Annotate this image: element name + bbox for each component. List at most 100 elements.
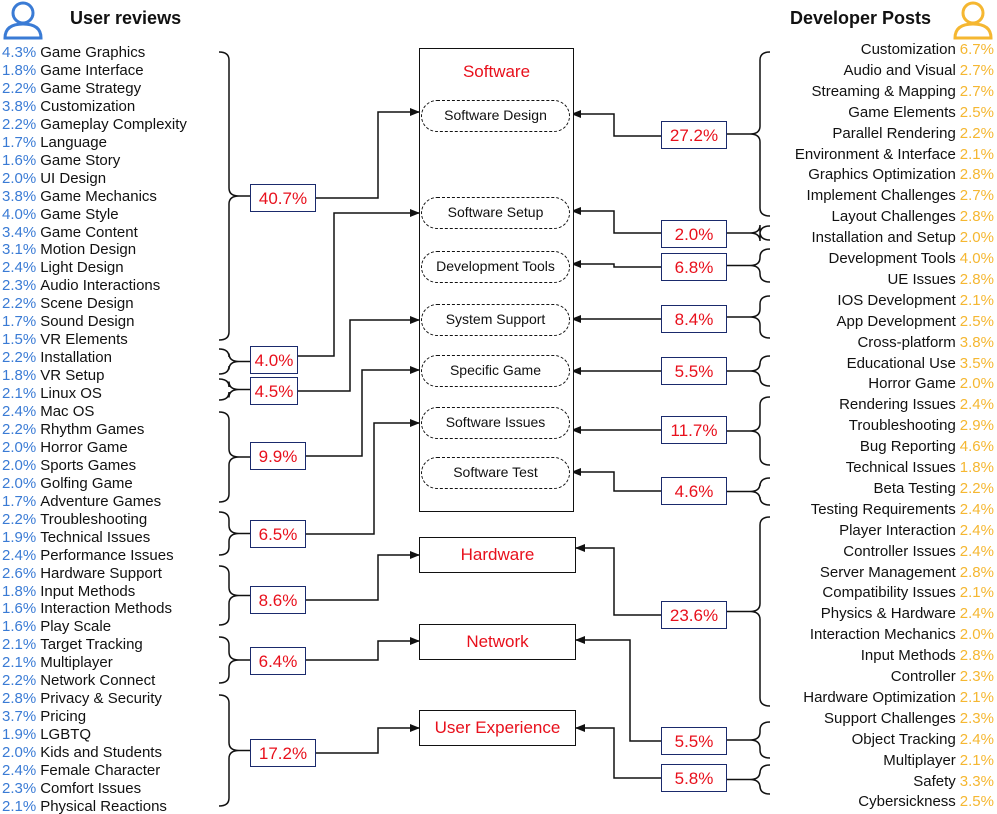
user-review-item: 2.0%UI Design <box>2 170 106 188</box>
user-review-label: Performance Issues <box>40 546 174 564</box>
user-review-item: 2.2%Game Strategy <box>2 80 141 98</box>
dev-group-pct-box: 2.0% <box>661 220 727 248</box>
developer-post-pct: 2.5% <box>959 103 994 121</box>
user-experience-box: User Experience <box>419 710 576 746</box>
software-issues-box: Software Issues <box>421 407 570 439</box>
user-review-label: Game Story <box>40 151 121 169</box>
user-review-item: 1.7%Language <box>2 134 107 152</box>
user-review-label: Horror Game <box>40 438 128 456</box>
user-review-item: 3.8%Customization <box>2 98 135 116</box>
dev-group-pct-box: 11.7% <box>661 416 727 444</box>
user-review-label: Rhythm Games <box>40 420 145 438</box>
user-review-item: 2.1%Physical Reactions <box>2 798 167 814</box>
dev-connector-network <box>575 636 661 742</box>
user-review-pct: 3.7% <box>2 708 37 726</box>
user-review-item: 2.1%Multiplayer <box>2 654 113 672</box>
user-review-item: 1.8%Game Interface <box>2 62 144 80</box>
connector-to-software-setup <box>298 209 420 357</box>
developer-post-pct: 2.8% <box>959 208 994 226</box>
user-review-pct: 2.4% <box>2 762 37 779</box>
user-review-pct: 1.6% <box>2 600 37 618</box>
user-review-pct: 4.0% <box>2 205 37 223</box>
user-review-pct: 3.8% <box>2 187 37 205</box>
developer-posts-title: Developer Posts <box>790 8 932 28</box>
user-review-label: Mac OS <box>40 403 95 420</box>
user-review-label: Comfort Issues <box>40 779 142 797</box>
dev-group-brace <box>749 295 771 339</box>
developer-post-pct: 2.2% <box>959 479 994 497</box>
developer-post-pct: 2.0% <box>959 375 994 393</box>
developer-post-pct: 2.1% <box>959 584 994 602</box>
user-review-item: 2.4%Performance Issues <box>2 547 174 565</box>
developer-post-pct: 4.0% <box>959 250 994 267</box>
user-review-label: Game Mechanics <box>40 187 157 205</box>
user-review-pct: 2.1% <box>2 654 37 672</box>
developer-post-label: Support Challenges <box>824 709 956 727</box>
user-review-item: 1.6%Game Story <box>2 152 120 170</box>
user-review-label: Play Scale <box>40 618 112 636</box>
user-group-pct-box: 17.2% <box>250 739 316 767</box>
developer-post-label: Beta Testing <box>873 479 956 497</box>
user-review-pct: 1.7% <box>2 313 37 331</box>
user-group-brace <box>218 694 240 807</box>
developer-post-label: Compatibility Issues <box>822 584 956 602</box>
developer-post-label: Safety <box>913 772 956 790</box>
user-review-pct: 2.2% <box>2 420 37 438</box>
dev-group-pct-box: 23.6% <box>661 601 727 629</box>
user-review-pct: 4.3% <box>2 44 37 61</box>
developer-post-label: Physics & Hardware <box>820 605 956 623</box>
dev-connector-software-design <box>571 110 661 137</box>
user-review-item: 2.4%Female Character <box>2 762 160 780</box>
dev-group-pct-box: 5.8% <box>661 764 727 792</box>
user-review-pct: 1.7% <box>2 492 37 510</box>
user-review-pct: 2.0% <box>2 456 37 474</box>
user-review-label: Multiplayer <box>40 654 113 672</box>
user-review-item: 4.0%Game Style <box>2 206 119 224</box>
user-review-label: Audio Interactions <box>40 277 161 295</box>
development-tools-box: Development Tools <box>421 251 570 283</box>
user-review-item: 2.4%Light Design <box>2 259 124 277</box>
developer-post-label: Development Tools <box>828 250 956 267</box>
user-review-label: Interaction Methods <box>40 600 172 618</box>
user-review-item: 1.9%Technical Issues <box>2 529 150 547</box>
developer-post-label: Bug Reporting <box>859 438 956 456</box>
user-review-item: 3.4%Game Content <box>2 224 138 242</box>
developer-post-label: Troubleshooting <box>848 417 956 435</box>
developer-post-pct: 2.2% <box>959 124 994 142</box>
user-review-item: 1.5%VR Elements <box>2 331 128 349</box>
user-group-brace <box>218 411 240 503</box>
user-review-item: 1.7%Sound Design <box>2 313 134 331</box>
user-review-label: Game Style <box>40 205 119 223</box>
user-group-pct-box: 6.4% <box>250 647 306 675</box>
developer-post-label: Interaction Mechanics <box>809 626 956 644</box>
dev-connector-hardware <box>575 544 661 616</box>
user-review-pct: 2.0% <box>2 438 37 456</box>
developer-post-pct: 4.6% <box>959 438 994 456</box>
user-review-label: Target Tracking <box>40 636 143 654</box>
developer-post-label: Graphics Optimization <box>808 166 956 184</box>
user-icon <box>3 1 43 40</box>
developer-post-label: Audio and Visual <box>843 61 956 79</box>
developer-post-label: Implement Challenges <box>806 187 956 205</box>
user-review-pct: 2.1% <box>2 797 37 814</box>
dev-group-brace <box>749 764 771 795</box>
user-review-label: Motion Design <box>40 241 137 259</box>
developer-post-label: App Development <box>836 312 956 330</box>
user-review-label: Linux OS <box>40 385 102 403</box>
user-review-label: Game Interface <box>40 61 144 79</box>
user-review-item: 2.0%Horror Game <box>2 439 128 457</box>
user-review-label: Physical Reactions <box>40 797 167 814</box>
